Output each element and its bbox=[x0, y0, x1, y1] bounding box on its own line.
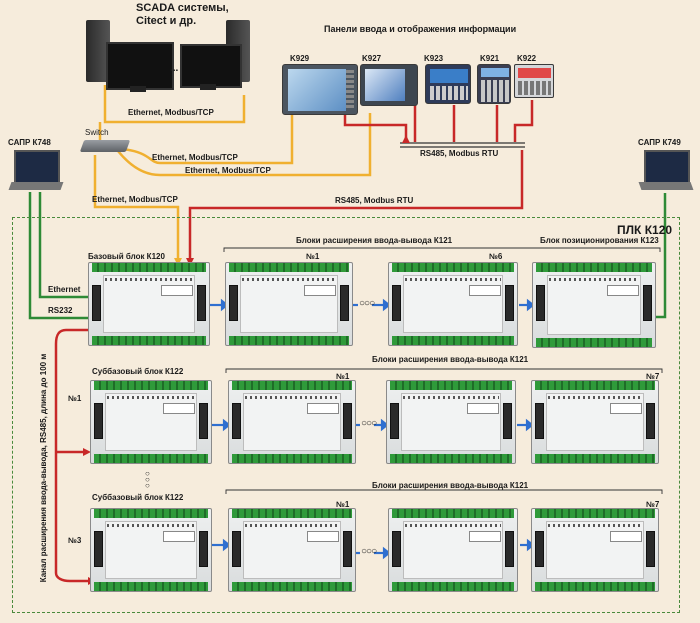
laptop-left bbox=[8, 150, 64, 192]
num-r2b: №7 bbox=[646, 372, 660, 381]
io-module-r1-6 bbox=[388, 262, 518, 346]
subbase-block-3 bbox=[90, 508, 212, 592]
switch-label: Switch bbox=[85, 128, 109, 137]
num-r3b: №7 bbox=[646, 500, 660, 509]
panel-k921 bbox=[477, 64, 511, 104]
eth-label-left: Ethernet, Modbus/TCP bbox=[92, 195, 178, 204]
scada-ellipsis: ... bbox=[170, 63, 179, 74]
eth-label-mid1: Ethernet, Modbus/TCP bbox=[152, 153, 238, 162]
network-switch bbox=[79, 140, 131, 152]
base-block-k120 bbox=[88, 262, 210, 346]
eth-label-mid2: Ethernet, Modbus/TCP bbox=[185, 166, 271, 175]
io-ext-label-row2: Блоки расширения ввода-вывода К121 bbox=[372, 355, 529, 364]
panel-label-k927: K927 bbox=[362, 54, 382, 63]
io-module-r3-7 bbox=[531, 508, 659, 592]
rs232-label: RS232 bbox=[48, 306, 73, 315]
plc-frame bbox=[12, 217, 680, 613]
num-r1b: №6 bbox=[489, 252, 503, 261]
panel-k922 bbox=[514, 64, 554, 98]
subbase-label-2: Суббазовый блок К122 bbox=[92, 493, 184, 502]
io-module-r2-1 bbox=[228, 380, 356, 464]
scada-pc-left bbox=[86, 20, 174, 92]
row1-ellipsis: ○○○ bbox=[359, 298, 375, 309]
io-module-r2-6 bbox=[386, 380, 516, 464]
panel-k927 bbox=[360, 64, 418, 106]
module-links bbox=[209, 298, 535, 560]
num-r3-subbase: №3 bbox=[68, 536, 82, 545]
panel-k923 bbox=[425, 64, 471, 104]
num-r3a: №1 bbox=[336, 500, 350, 509]
arrow-k929 bbox=[402, 135, 410, 143]
channel-label: Канал расширения ввода-вывода, RS485, дл… bbox=[39, 353, 48, 583]
ethernet-lines bbox=[93, 85, 372, 260]
io-module-r1-1 bbox=[225, 262, 353, 346]
panel-label-k923: K923 bbox=[424, 54, 444, 63]
row-ellipsis-vertical: ○○○ bbox=[145, 469, 150, 490]
subbase-label-1: Суббазовый блок К122 bbox=[92, 367, 184, 376]
group-brackets bbox=[223, 247, 663, 494]
num-r2-subbase: №1 bbox=[68, 394, 82, 403]
plc-title: ПЛК К120 bbox=[617, 223, 673, 237]
laptop-right bbox=[638, 150, 694, 192]
io-ext-label-row3: Блоки расширения ввода-вывода К121 bbox=[372, 481, 529, 490]
scada-title-2: Citect и др. bbox=[136, 15, 197, 27]
rs485-main-label: RS485, Modbus RTU bbox=[335, 196, 414, 205]
panel-label-k921: K921 bbox=[480, 54, 500, 63]
panel-label-k922: K922 bbox=[517, 54, 537, 63]
panels-title: Панели ввода и отображения информации bbox=[324, 24, 517, 34]
num-r2a: №1 bbox=[336, 372, 350, 381]
num-r1a: №1 bbox=[306, 252, 320, 261]
ethernet-label: Ethernet bbox=[48, 285, 81, 294]
io-ext-label-row1: Блоки расширения ввода-вывода К121 bbox=[296, 236, 453, 245]
eth-label-top: Ethernet, Modbus/TCP bbox=[128, 108, 214, 117]
subbase-block-1 bbox=[90, 380, 212, 464]
io-module-r2-7 bbox=[531, 380, 659, 464]
sapr-left-label: САПР К748 bbox=[8, 138, 51, 147]
sapr-right-label: САПР К749 bbox=[638, 138, 681, 147]
row2-ellipsis: ○○○ bbox=[361, 418, 377, 429]
panel-label-k929: K929 bbox=[290, 54, 310, 63]
panel-k929 bbox=[282, 64, 358, 115]
scada-pc-right bbox=[180, 20, 266, 92]
io-module-r3-1 bbox=[228, 508, 356, 592]
scada-title-1: SCADA системы, bbox=[136, 2, 229, 14]
io-module-r3-6 bbox=[388, 508, 518, 592]
red-arrow-sub1 bbox=[83, 448, 91, 456]
rs485-panels-label: RS485, Modbus RTU bbox=[420, 149, 499, 158]
base-block-label: Базовый блок К120 bbox=[88, 252, 165, 261]
positioning-block-k123 bbox=[532, 262, 656, 348]
rs485-lines bbox=[54, 100, 534, 583]
row3-ellipsis: ○○○ bbox=[361, 546, 377, 557]
positioning-block-label: Блок позиционирования К123 bbox=[540, 236, 659, 245]
